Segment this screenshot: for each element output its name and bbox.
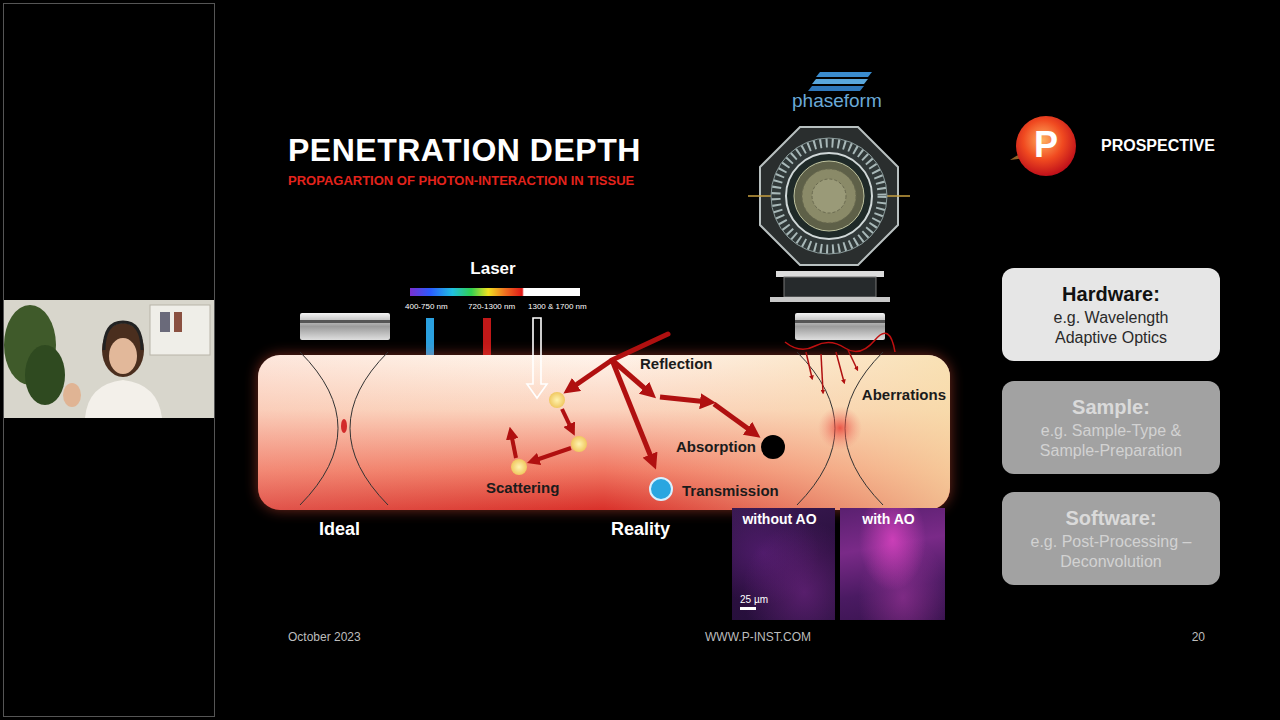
objective-band [795,320,885,323]
category-box: Hardware:e.g. Wavelength Adaptive Optics [1002,268,1220,361]
hand [63,383,81,407]
shelf [150,305,210,355]
book [174,312,182,332]
transmitted-photon [650,478,672,500]
subtitle: PROPAGARTION OF PHOTON-INTERACTION IN TI… [288,174,634,189]
aberration-ray [848,350,857,369]
process-label: Aberrations [862,386,946,403]
category-box: Sample:e.g. Sample-Type & Sample-Prepara… [1002,381,1220,474]
scale-label: 25 µm [740,594,768,606]
headset [104,322,142,350]
mirror-segments [802,169,856,223]
box-heading: Hardware: [1062,282,1160,306]
wavefront [785,333,895,352]
mirror [794,161,864,231]
focus-cone [300,352,338,505]
objective-band [300,320,390,323]
objective-lens [795,313,885,340]
tissue-band: ReflectionAberrationsAbsorptionScatterin… [258,355,950,510]
shirt [85,380,162,418]
face [109,338,137,374]
image-caption: without AO [732,511,831,527]
process-label: Reflection [640,355,713,372]
box-body: e.g. Sample-Type & Sample-Preparation [1026,421,1196,459]
box-heading: Sample: [1072,395,1150,419]
scatter-particle [571,436,587,452]
spectrum-bar [410,288,580,296]
book [160,312,170,332]
logo-stripe [812,79,868,84]
wavelength-label: 720-1300 nm [468,302,515,311]
laser-arrow [527,318,547,398]
hair [102,323,144,377]
photon-path [511,433,516,458]
scale-bar [740,607,756,610]
scatter-particle [511,459,527,475]
microscopy-image: without AO 25 µm [732,508,835,620]
blurred-focus [818,406,862,450]
tissue-band [258,355,950,510]
device-ring [786,153,872,239]
footer-url: WWW.P-INST.COM [608,631,908,645]
photon-path [570,360,612,389]
slide-title: PENETRATION DEPTH [288,132,641,169]
tissue-band [258,355,950,510]
box-heading: Software: [1065,506,1156,530]
brand-name: PROSPECTIVE [1101,137,1215,155]
logo-stripe [816,72,872,77]
process-label: Absorption [676,438,756,455]
process-label: Transmission [682,482,779,499]
video-panel [4,4,215,717]
category-box: Software:e.g. Post-Processing – Deconvol… [1002,492,1220,585]
aberration-ray [836,352,844,382]
device-ring [771,138,887,254]
aberration-ray [821,354,823,392]
wavelength-label: 1300 & 1700 nm [528,302,587,311]
laser-arrow [426,318,434,358]
panel-label: Ideal [319,519,360,540]
device-housing [760,127,898,265]
footer-date: October 2023 [288,631,361,645]
plant [25,345,65,405]
wavelength-label: 400-750 nm [405,302,448,311]
scatter-particle [549,392,565,408]
photon-path [562,409,572,430]
tissue-glow [258,355,950,510]
image-caption: with AO [840,511,941,527]
photon-path [660,397,708,402]
page-number: 20 [1192,631,1205,645]
photon-path [714,404,754,433]
brand-name: phaseform [792,90,882,112]
objective-lens [300,313,390,340]
box-body: e.g. Wavelength Adaptive Optics [1026,308,1196,346]
focus-cone [350,352,388,505]
process-label: Scattering [486,479,559,496]
webcam-view [4,300,214,418]
microscopy-image: with AO [840,508,945,620]
laser-label: Laser [343,259,643,279]
focal-spot [341,419,347,433]
mount-block [784,277,876,297]
mount-plate [776,271,884,277]
device-pins [776,143,882,249]
photon-path [612,360,653,462]
mirror-segments [812,179,846,213]
aberration-ray [806,352,812,378]
absorber [761,435,785,459]
panel-label: Reality [611,519,670,540]
box-body: e.g. Post-Processing – Deconvolution [1026,532,1196,570]
mount-plate [770,297,890,302]
photon-path [533,448,571,461]
